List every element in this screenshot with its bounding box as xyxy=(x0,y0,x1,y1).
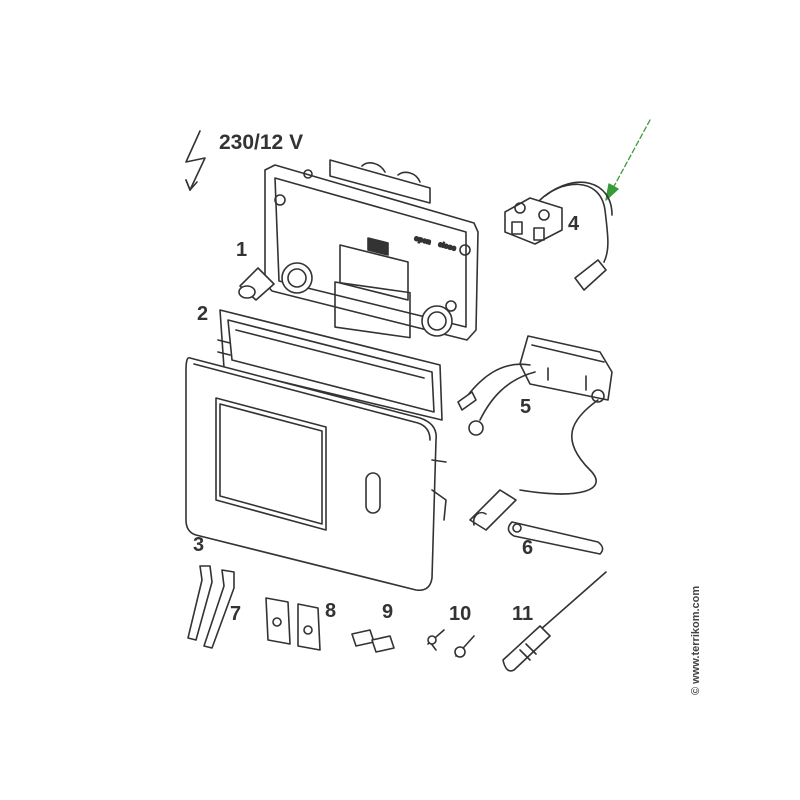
part-5-power-unit xyxy=(457,335,613,531)
part-label-10: 10 xyxy=(449,603,472,625)
voltage-label: 230/12 V xyxy=(219,131,304,154)
part-label-9: 9 xyxy=(382,601,394,623)
part-label-7: 7 xyxy=(230,603,242,625)
part-label-11: 11 xyxy=(512,603,534,625)
part-label-2: 2 xyxy=(197,303,209,325)
part-9-caps xyxy=(351,629,395,653)
part-label-6: 6 xyxy=(522,537,534,559)
green-arrow-icon xyxy=(605,119,651,201)
part-6-key-tag xyxy=(507,521,604,555)
part-label-8: 8 xyxy=(325,600,337,622)
part-10-screws xyxy=(427,629,475,658)
lightning-bolt-icon xyxy=(185,130,206,191)
part-3-front-panel xyxy=(185,356,447,592)
part-label-5: 5 xyxy=(520,396,532,418)
watermark-text: © www.terrikom.com xyxy=(690,585,702,695)
part-8-plates xyxy=(265,597,321,651)
part-2-frame xyxy=(217,309,443,421)
part-4-terminal-block xyxy=(504,181,613,291)
part-label-4: 4 xyxy=(568,213,580,235)
part-11-screwdriver xyxy=(502,571,607,672)
part-label-3: 3 xyxy=(193,534,205,556)
part-label-1: 1 xyxy=(236,239,248,261)
part-7-clips xyxy=(187,565,235,649)
part-1-mounting-plate: open close xyxy=(238,159,479,341)
